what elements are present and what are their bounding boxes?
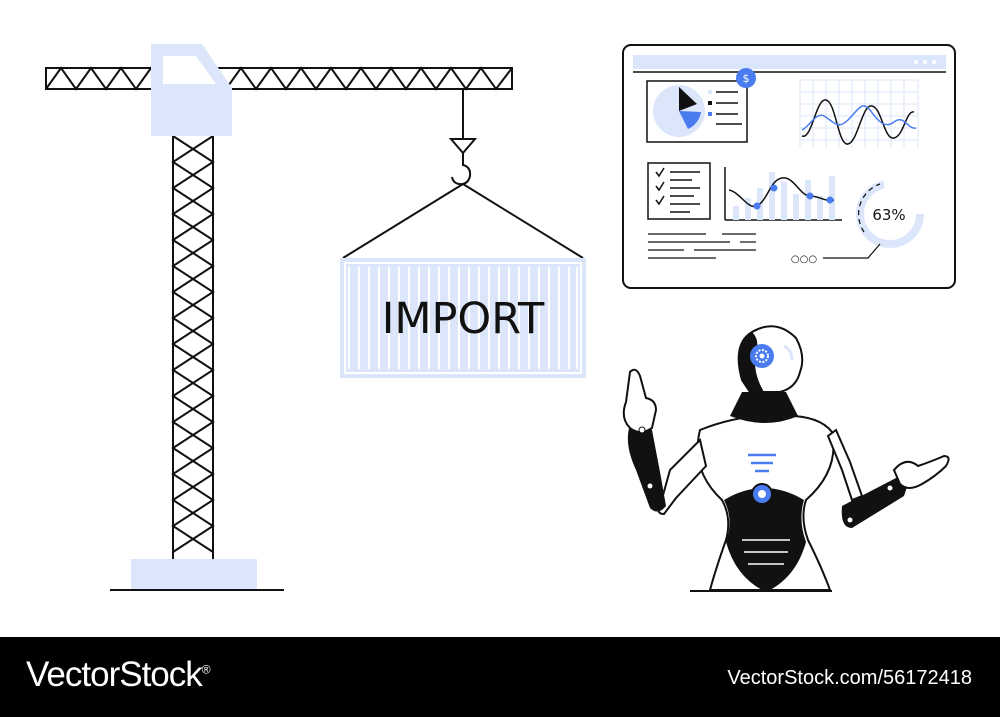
hook-pulley-icon — [448, 138, 478, 155]
crane-cab-window — [163, 56, 216, 84]
currency-icon: $ — [743, 72, 750, 85]
robot-left-arm — [657, 438, 708, 516]
checklist — [655, 167, 700, 213]
container-ribs — [348, 267, 578, 369]
robot — [622, 325, 950, 592]
crane-jib — [45, 66, 513, 91]
container-label: IMPORT — [382, 294, 545, 344]
brand-name: VectorStock® — [26, 655, 211, 695]
hook-icon — [451, 153, 472, 186]
crane-tower — [171, 135, 215, 560]
robot-right-arm — [826, 428, 864, 502]
pie-legend — [708, 90, 742, 125]
percent-gauge: 63% — [823, 179, 925, 259]
import-container: IMPORT — [340, 258, 586, 378]
pie-slice-accent — [679, 111, 701, 129]
crane — [45, 44, 584, 591]
currency-badge — [736, 68, 756, 88]
brand-text: VectorStock — [26, 655, 203, 694]
pager-dots: ○○○ — [791, 254, 817, 265]
bar-line-chart — [724, 167, 842, 221]
wave-line-accent — [801, 105, 917, 131]
wave-line-dark — [801, 99, 915, 145]
registered-mark: ® — [201, 662, 211, 677]
robot-open-hand-icon — [892, 454, 950, 489]
tablet-topbar — [633, 55, 946, 69]
percent-label: 63% — [872, 206, 905, 224]
container-slings — [342, 183, 584, 259]
watermark-footer: VectorStock® VectorStock.com/56172418 — [0, 637, 1000, 717]
robot-neck — [730, 392, 798, 423]
wave-chart — [799, 79, 919, 148]
robot-pointing-hand-icon — [622, 368, 658, 433]
window-dots — [914, 60, 936, 64]
illustration: IMPORT $ — [45, 44, 956, 592]
image-id: VectorStock.com/56172418 — [727, 667, 972, 689]
pie-slice-dark — [679, 87, 697, 111]
crane-base — [131, 559, 257, 589]
text-placeholder-lines — [648, 233, 756, 259]
chest-vents — [748, 453, 776, 473]
dashboard-tablet: $ — [622, 44, 956, 289]
